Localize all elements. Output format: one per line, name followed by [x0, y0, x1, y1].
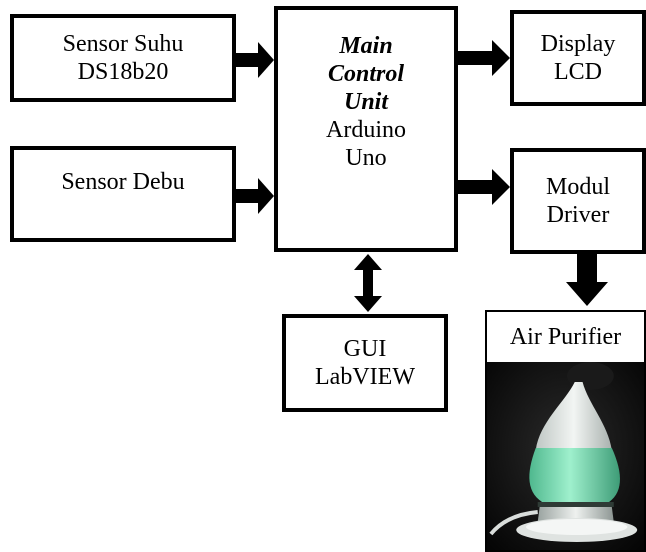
air-purifier-label: Air Purifier — [487, 312, 644, 362]
sensor-suhu-label-line1: Sensor Suhu — [62, 31, 184, 57]
main-control-italic-line3: Unit — [343, 89, 388, 115]
sensor-debu-block: Sensor Debu — [10, 146, 236, 242]
arrow-sensor-debu-to-main — [236, 178, 274, 214]
arrow-sensor-suhu-to-main — [236, 42, 274, 78]
main-control-unit-block: Main Control Unit Arduino Uno — [274, 6, 458, 252]
arrow-main-to-display — [458, 40, 510, 76]
arrow-driver-to-purifier — [566, 254, 608, 306]
gui-label-line2: LabVIEW — [315, 364, 415, 390]
arrow-main-to-driver — [458, 169, 510, 205]
gui-label-line1: GUI — [343, 336, 387, 362]
modul-driver-block: Modul Driver — [510, 148, 646, 254]
display-label-line1: Display — [540, 31, 616, 57]
display-lcd-block: Display LCD — [510, 10, 646, 106]
modul-driver-label-line1: Modul — [545, 174, 610, 200]
gui-labview-block: GUI LabVIEW — [282, 314, 448, 412]
display-label-line2: LCD — [554, 59, 602, 85]
air-purifier-block: Air Purifier — [485, 310, 646, 552]
sensor-suhu-block: Sensor Suhu DS18b20 — [10, 14, 236, 102]
arrow-main-gui-bidirectional — [354, 254, 382, 312]
sensor-debu-label: Sensor Debu — [61, 169, 185, 195]
main-control-line4: Arduino — [326, 117, 406, 143]
sensor-suhu-label-line2: DS18b20 — [77, 59, 169, 85]
main-control-line5: Uno — [345, 145, 387, 171]
air-purifier-image — [487, 362, 644, 550]
main-control-italic-line1: Main — [339, 33, 393, 59]
main-control-italic-line2: Control — [327, 61, 405, 87]
modul-driver-label-line2: Driver — [546, 202, 610, 228]
